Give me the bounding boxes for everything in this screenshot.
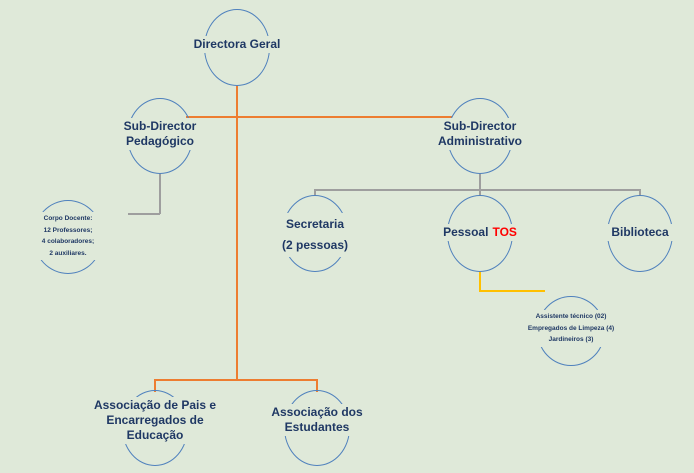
tos-highlight: TOS (492, 225, 517, 239)
node-secretaria-label: Secretaria (2 pessoas) (250, 213, 380, 257)
node-directora-geral-label: Directora Geral (167, 36, 307, 53)
label-line: Associação dos (271, 405, 363, 419)
node-associacao-estudantes-label: Associação dos Estudantes (247, 404, 387, 436)
connector-drop-associacao-pais (154, 379, 156, 392)
connector-tos-vertical (479, 272, 481, 291)
label-line: (2 pessoas) (281, 238, 349, 252)
label-line: 12 Professores; (43, 226, 93, 234)
label-line: Secretaria (285, 217, 345, 231)
connector-pedagogico-vertical (159, 174, 161, 214)
node-associacao-pais-label: Associação de Pais e Encarregados de Edu… (80, 397, 230, 444)
node-corpo-docente-label: Corpo Docente: 12 Professores; 4 colabor… (8, 212, 128, 260)
label-line: Sub-Director (123, 119, 197, 133)
label-line: Pedagógico (125, 134, 194, 148)
label-line: Jardineiros (3) (548, 336, 594, 343)
label-line: 2 auxiliares. (49, 249, 87, 257)
connector-drop-secretaria (314, 189, 316, 196)
node-sub-director-administrativo-label: Sub-Director Administrativo (410, 118, 550, 150)
connector-drop-pessoal-tos (479, 189, 481, 196)
pessoal-text: Pessoal (443, 225, 489, 239)
node-biblioteca-label: Biblioteca (575, 224, 694, 241)
connector-tos-horizontal (479, 290, 545, 292)
label-line: Educação (126, 428, 184, 442)
node-pessoal-tos-detail-label: Assistente técnico (02) Empregados de Li… (505, 310, 637, 347)
label-line: Administrativo (437, 134, 522, 148)
label-line: Assistente técnico (02) (535, 313, 607, 320)
connector-associacoes-horizontal (154, 379, 318, 381)
label-line: 4 colaboradores; (41, 238, 95, 245)
connector-drop-associacao-estudantes (316, 379, 318, 392)
connector-directora-vertical (236, 86, 238, 380)
label-line: Estudantes (284, 420, 350, 434)
connector-drop-biblioteca (639, 189, 641, 196)
node-sub-director-pedagogico-label: Sub-Director Pedagógico (90, 118, 230, 150)
label-line: Corpo Docente: (43, 215, 93, 222)
label-line: Encarregados de (106, 413, 204, 427)
label-line: Sub-Director (443, 119, 517, 133)
label-line: Associação de Pais e (93, 398, 217, 412)
connector-administrativo-vertical (479, 174, 481, 190)
label-line: Empregados de Limpeza (4) (527, 324, 615, 332)
connector-subdirectors-horizontal (186, 116, 452, 118)
connector-administrativo-horizontal (314, 189, 641, 191)
